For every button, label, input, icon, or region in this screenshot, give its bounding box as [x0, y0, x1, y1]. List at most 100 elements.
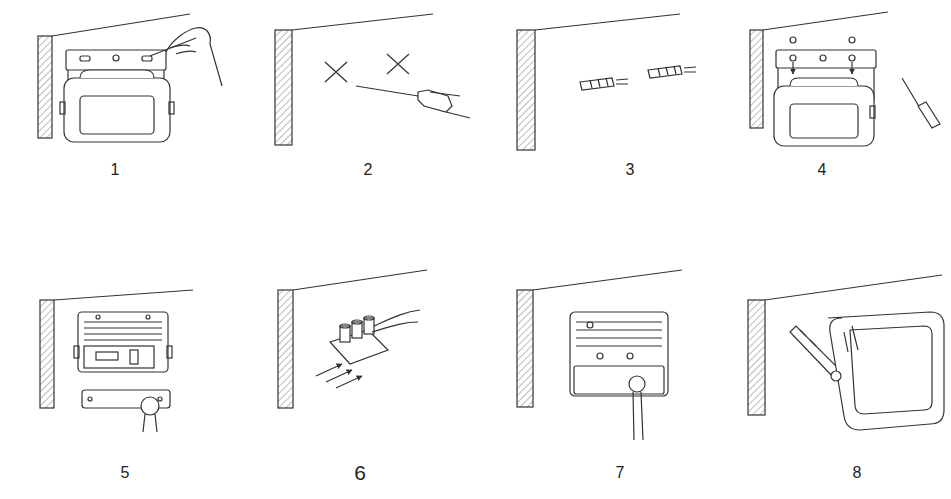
- step-5-open-cover-part: [158, 397, 162, 401]
- step-5-open-cover-part: [74, 346, 79, 358]
- step-4-fix-bracket-part: [790, 55, 796, 61]
- step-6-wire-terminal-part: [364, 316, 374, 320]
- step-2-drill-holes-part: [418, 90, 452, 112]
- step-6-wire-terminal-part: [352, 320, 362, 324]
- step-8-adjust-angle-part: [850, 326, 932, 414]
- step-4-fix-bracket-part: [750, 30, 763, 128]
- step-2-drill-holes: [275, 14, 470, 145]
- step-1-mark-holes-part: [150, 38, 196, 56]
- step-6-wire-terminal-part: [372, 322, 418, 332]
- step-3-wall-plugs: [517, 14, 696, 150]
- step-3-wall-plugs-part: [580, 78, 614, 90]
- step-7-close-cover-part: [574, 366, 664, 394]
- step-1-mark-holes-part: [142, 56, 152, 61]
- step-7-close-cover-part: [533, 270, 682, 290]
- step-6-wire-terminal-part: [336, 376, 362, 388]
- step-4-fix-bracket-part: [790, 104, 858, 138]
- step-1-mark-holes-part: [80, 96, 154, 134]
- step-8-adjust-angle-part: [748, 300, 765, 415]
- step-3-wall-plugs-part: [684, 67, 696, 72]
- step-5-open-cover-part: [54, 290, 193, 300]
- step-1-mark-holes-part: [52, 14, 190, 36]
- step-number: 8: [851, 464, 864, 482]
- step-6-wire-terminal-part: [374, 310, 420, 326]
- step-8-adjust-angle-part: [831, 371, 841, 381]
- step-3-wall-plugs-part: [535, 14, 680, 30]
- step-5-open-cover-part: [88, 397, 92, 401]
- step-7-close-cover-part: [633, 392, 643, 440]
- step-4-fix-bracket: [750, 12, 940, 146]
- step-number: 4: [816, 161, 829, 179]
- step-number: 2: [362, 161, 375, 179]
- step-5-open-cover-part: [143, 414, 157, 432]
- step-3-wall-plugs-part: [648, 66, 682, 78]
- step-4-fix-bracket-part: [851, 62, 852, 74]
- step-4-fix-bracket-part: [763, 12, 888, 30]
- step-7-close-cover: [517, 270, 682, 440]
- step-2-drill-holes-part: [292, 14, 433, 30]
- step-7-close-cover-part: [629, 376, 645, 392]
- step-2-drill-holes-part: [325, 62, 347, 82]
- step-6-wire-terminal-part: [293, 270, 427, 290]
- step-7-close-cover-part: [570, 312, 668, 396]
- step-number: 5: [119, 464, 132, 482]
- step-4-fix-bracket-part: [792, 62, 793, 74]
- step-3-wall-plugs-part: [517, 30, 535, 150]
- step-1-mark-holes-part: [60, 102, 65, 114]
- step-1-mark-holes-part: [113, 55, 119, 61]
- step-7-close-cover-part: [627, 353, 633, 359]
- step-1-mark-holes-part: [169, 102, 174, 114]
- step-4-fix-bracket-part: [820, 55, 826, 61]
- step-6-wire-terminal-part: [316, 364, 342, 376]
- step-6-wire-terminal-part: [326, 370, 352, 382]
- step-1-mark-holes-part: [38, 36, 52, 138]
- step-number: 7: [614, 464, 627, 482]
- step-5-open-cover-part: [40, 300, 54, 408]
- step-1-mark-holes-part: [176, 51, 196, 54]
- step-number: 1: [109, 161, 122, 179]
- step-8-adjust-angle-part: [828, 312, 944, 430]
- step-5-open-cover-part: [146, 315, 150, 319]
- step-4-fix-bracket-part: [774, 86, 874, 146]
- step-8-adjust-angle-part: [800, 330, 816, 346]
- step-5-open-cover-part: [130, 350, 138, 364]
- step-1-mark-holes-part: [66, 50, 166, 70]
- step-5-open-cover: [40, 290, 193, 432]
- step-number: 3: [624, 161, 637, 179]
- step-6-wire-terminal-part: [340, 324, 350, 328]
- step-7-close-cover-part: [587, 322, 593, 328]
- step-4-fix-bracket-part: [849, 55, 855, 61]
- step-2-drill-holes-part: [430, 92, 470, 118]
- step-4-fix-bracket-part: [918, 102, 940, 128]
- step-2-drill-holes-part: [275, 30, 292, 145]
- step-6-wire-terminal-part: [278, 290, 293, 408]
- step-5-open-cover-part: [78, 312, 168, 372]
- step-4-fix-bracket-part: [902, 78, 920, 108]
- step-1-mark-holes-part: [166, 28, 222, 86]
- step-8-adjust-angle: [748, 275, 944, 430]
- illustration-part: [38, 12, 944, 440]
- step-3-wall-plugs-part: [590, 78, 608, 88]
- step-7-close-cover-part: [597, 353, 603, 359]
- step-4-fix-bracket-part: [870, 106, 875, 118]
- step-1-mark-holes-part: [80, 56, 90, 61]
- step-3-wall-plugs-part: [616, 79, 628, 84]
- step-3-wall-plugs-part: [658, 66, 676, 76]
- step-7-close-cover-part: [576, 322, 662, 346]
- step-4-fix-bracket-part: [790, 78, 858, 86]
- step-4-fix-bracket-part: [790, 37, 796, 43]
- step-5-open-cover-part: [96, 315, 100, 319]
- step-1-mark-holes-part: [64, 78, 170, 142]
- step-number: 6: [352, 461, 368, 484]
- step-8-adjust-angle-part: [844, 326, 858, 352]
- step-4-fix-bracket-part: [849, 37, 855, 43]
- step-8-adjust-angle-part: [765, 275, 942, 300]
- step-1-mark-holes-part: [170, 45, 190, 48]
- step-1-mark-holes-part: [80, 70, 154, 78]
- step-5-open-cover-part: [84, 322, 162, 340]
- step-5-open-cover-part: [167, 346, 172, 358]
- step-5-open-cover-part: [96, 352, 118, 360]
- step-7-close-cover-part: [517, 290, 533, 407]
- step-5-open-cover-part: [84, 346, 154, 368]
